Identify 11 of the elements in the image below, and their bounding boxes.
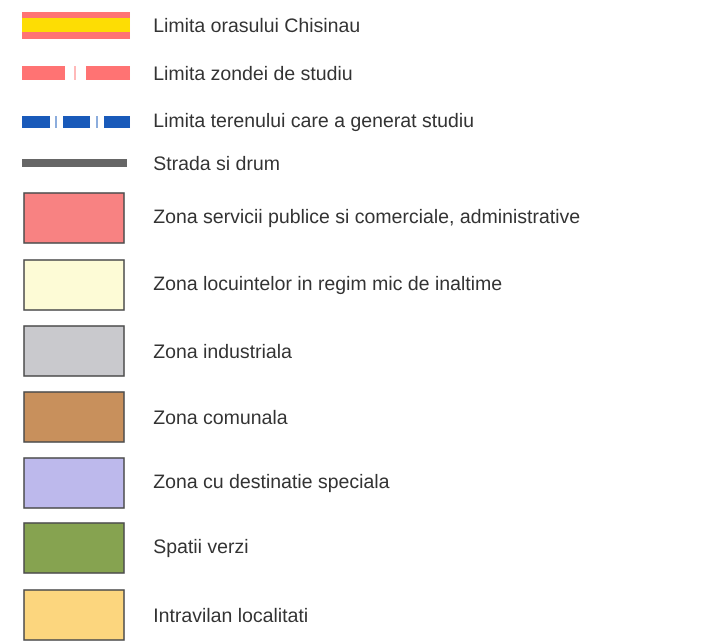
legend-text: Strada si drum — [154, 156, 279, 170]
legend-text: Zona servicii publice si comerciale, administrative — [154, 208, 580, 228]
legend-text: Limita orasului Chisinau — [154, 18, 359, 32]
legend-text: Intravilan localitati — [155, 608, 307, 622]
legend-text: Zona locuintelor in regim mic de inaltime — [154, 276, 502, 294]
legend-text: Zona industriala — [154, 344, 292, 358]
legend-text: Limita zondei de studiu — [154, 66, 352, 80]
legend-text: Zona comunala — [154, 410, 288, 424]
legend-text: Zona cu destinatie speciala — [154, 474, 390, 492]
legend-text: Limita terenului care a generat studiu — [154, 112, 473, 132]
legend-text: Spatii verzi — [154, 538, 248, 558]
